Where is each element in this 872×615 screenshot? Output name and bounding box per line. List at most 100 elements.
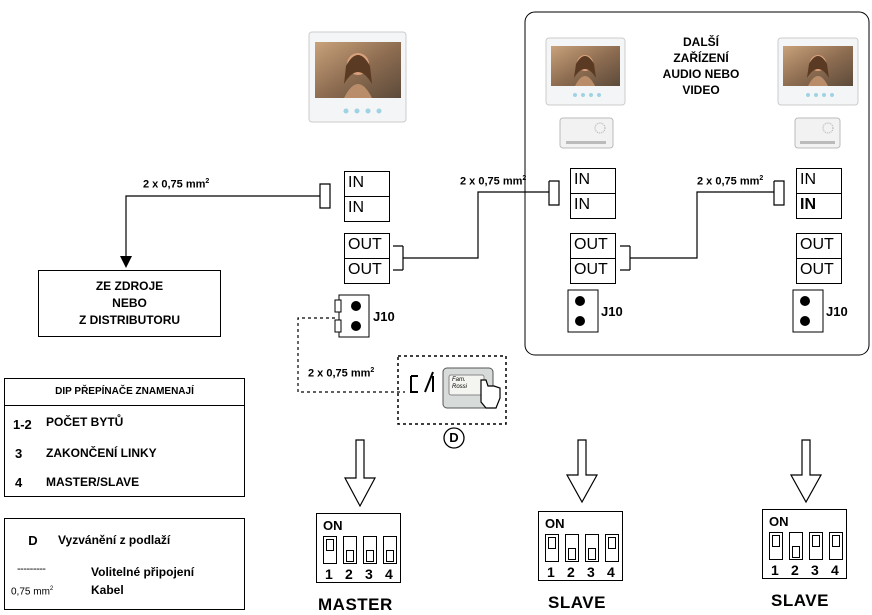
slave1-out-terminal-2: OUT — [570, 258, 616, 284]
nameplate-text: Fam. Rossi — [452, 377, 468, 390]
wire-master-to-slave1 — [393, 180, 560, 271]
dip-switch-4[interactable] — [829, 532, 843, 560]
dip-title-slave2: SLAVE — [771, 591, 829, 610]
slave2-out-terminal-1: OUT — [796, 233, 842, 259]
dip-switch-1[interactable] — [769, 532, 783, 560]
dip-switch-1[interactable] — [323, 536, 337, 564]
dip-switch-3[interactable] — [585, 534, 599, 562]
audio-unit-slave1 — [559, 117, 614, 149]
legend-cable-text: Kabel — [91, 583, 124, 597]
dip-switch-3[interactable] — [363, 536, 377, 564]
wire-label-floor-button: 2 x 0,75 mm2 — [308, 367, 375, 380]
dip-knob-down — [366, 550, 374, 562]
hand-pointer — [480, 379, 501, 409]
dip-legend-text-1: POČET BYTŮ — [46, 415, 124, 429]
slave1-out-terminal-1: OUT — [570, 233, 616, 259]
audio-unit-slave2 — [794, 117, 841, 149]
down-arrow-master — [343, 439, 377, 508]
marker-d-circle — [443, 427, 465, 449]
dip-knob-up — [548, 537, 556, 549]
dip-legend: DIP PŘEPÍNAČE ZNAMENAJÍ 1-2 POČET BYTŮ 3… — [4, 378, 245, 497]
dip-switch-2[interactable] — [343, 536, 357, 564]
dip-number: 2 — [791, 562, 799, 578]
dip-knob-down — [588, 548, 596, 560]
slave2-in-terminal-2: IN — [796, 193, 842, 219]
legend-marker-d: D — [28, 533, 38, 548]
master-out-terminal-1: OUT — [344, 233, 390, 259]
dip-title-master: MASTER — [318, 595, 393, 614]
slave2-j10-label: J10 — [826, 304, 848, 319]
optional-connection-line — [297, 317, 405, 393]
dip-number: 1 — [547, 564, 555, 580]
marker-d: D — [449, 430, 459, 445]
master-j10-label: J10 — [373, 309, 395, 324]
wire-source-to-master — [125, 183, 331, 264]
dip-knob-down — [346, 550, 354, 562]
dip-legend-key-3: 4 — [15, 475, 23, 490]
dip-switch-2[interactable] — [789, 532, 803, 560]
legend-dash-symbol: --------- — [17, 563, 46, 575]
dip-number: 4 — [385, 566, 393, 582]
dip-on-label: ON — [545, 516, 565, 531]
dip-on-label: ON — [769, 514, 789, 529]
dip-title-slave1: SLAVE — [548, 593, 606, 612]
dip-number: 1 — [325, 566, 333, 582]
dip-legend-text-2: ZAKONČENÍ LINKY — [46, 446, 157, 460]
dip-knob-up — [772, 535, 780, 547]
wire-label-slave1-slave2: 2 x 0,75 mm2 — [697, 175, 764, 188]
dip-knob-down — [568, 548, 576, 560]
master-out-terminal-2: OUT — [344, 258, 390, 284]
dip-knob-down — [386, 550, 394, 562]
dip-number: 4 — [607, 564, 615, 580]
monitor-slave2-picture — [777, 37, 859, 106]
dip-legend-key-1: 1-2 — [13, 417, 32, 432]
dip-switch-2[interactable] — [565, 534, 579, 562]
j10-master-housing — [338, 294, 370, 338]
legend-dash-text: Volitelné připojení — [91, 565, 195, 579]
symbol-legend: D Vyzvánění z podlaží --------- Voliteln… — [4, 518, 245, 610]
dip-switch-1[interactable] — [545, 534, 559, 562]
dip-switch-4[interactable] — [605, 534, 619, 562]
j10-slave2-housing — [792, 289, 824, 333]
slave1-in-terminal-2: IN — [570, 193, 616, 219]
slave1-in-terminal-1: IN — [570, 168, 616, 194]
master-in-terminal-2: IN — [344, 196, 390, 222]
dip-knob-up — [812, 535, 820, 547]
dip-number: 2 — [567, 564, 575, 580]
legend-marker-text: Vyzvánění z podlaží — [58, 533, 171, 547]
monitor-master-picture — [308, 31, 407, 123]
power-source-box: ZE ZDROJE NEBO Z DISTRIBUTORU — [38, 270, 221, 337]
dip-legend-key-2: 3 — [15, 446, 23, 461]
slave2-out-terminal-2: OUT — [796, 258, 842, 284]
dip-knob-up — [608, 537, 616, 549]
dip-number: 4 — [831, 562, 839, 578]
dip-on-label: ON — [323, 518, 343, 533]
switch-symbol — [410, 371, 434, 393]
dip-number: 3 — [811, 562, 819, 578]
dip-knob-down — [792, 546, 800, 558]
floor-button-frame — [397, 355, 507, 425]
down-arrow-slave1 — [565, 439, 599, 504]
monitor-slave1-picture — [545, 37, 626, 106]
dip-number: 1 — [771, 562, 779, 578]
dip-number: 3 — [365, 566, 373, 582]
arrow-to-source — [120, 256, 132, 268]
other-devices-frame — [524, 11, 870, 356]
dip-number: 3 — [587, 564, 595, 580]
dip-switch-4[interactable] — [383, 536, 397, 564]
wire-label-master-slave1: 2 x 0,75 mm2 — [460, 175, 527, 188]
j10-slave1-housing — [567, 289, 599, 333]
legend-cable-symbol: 0,75 mm2 — [11, 586, 54, 598]
dip-legend-text-3: MASTER/SLAVE — [46, 475, 140, 489]
dip-switch-3[interactable] — [809, 532, 823, 560]
dip-legend-title: DIP PŘEPÍNAČE ZNAMENAJÍ — [5, 379, 244, 406]
dip-number: 2 — [345, 566, 353, 582]
slave1-j10-label: J10 — [601, 304, 623, 319]
down-arrow-slave2 — [789, 439, 823, 504]
dip-knob-up — [326, 539, 334, 551]
dip-knob-up — [832, 535, 840, 547]
